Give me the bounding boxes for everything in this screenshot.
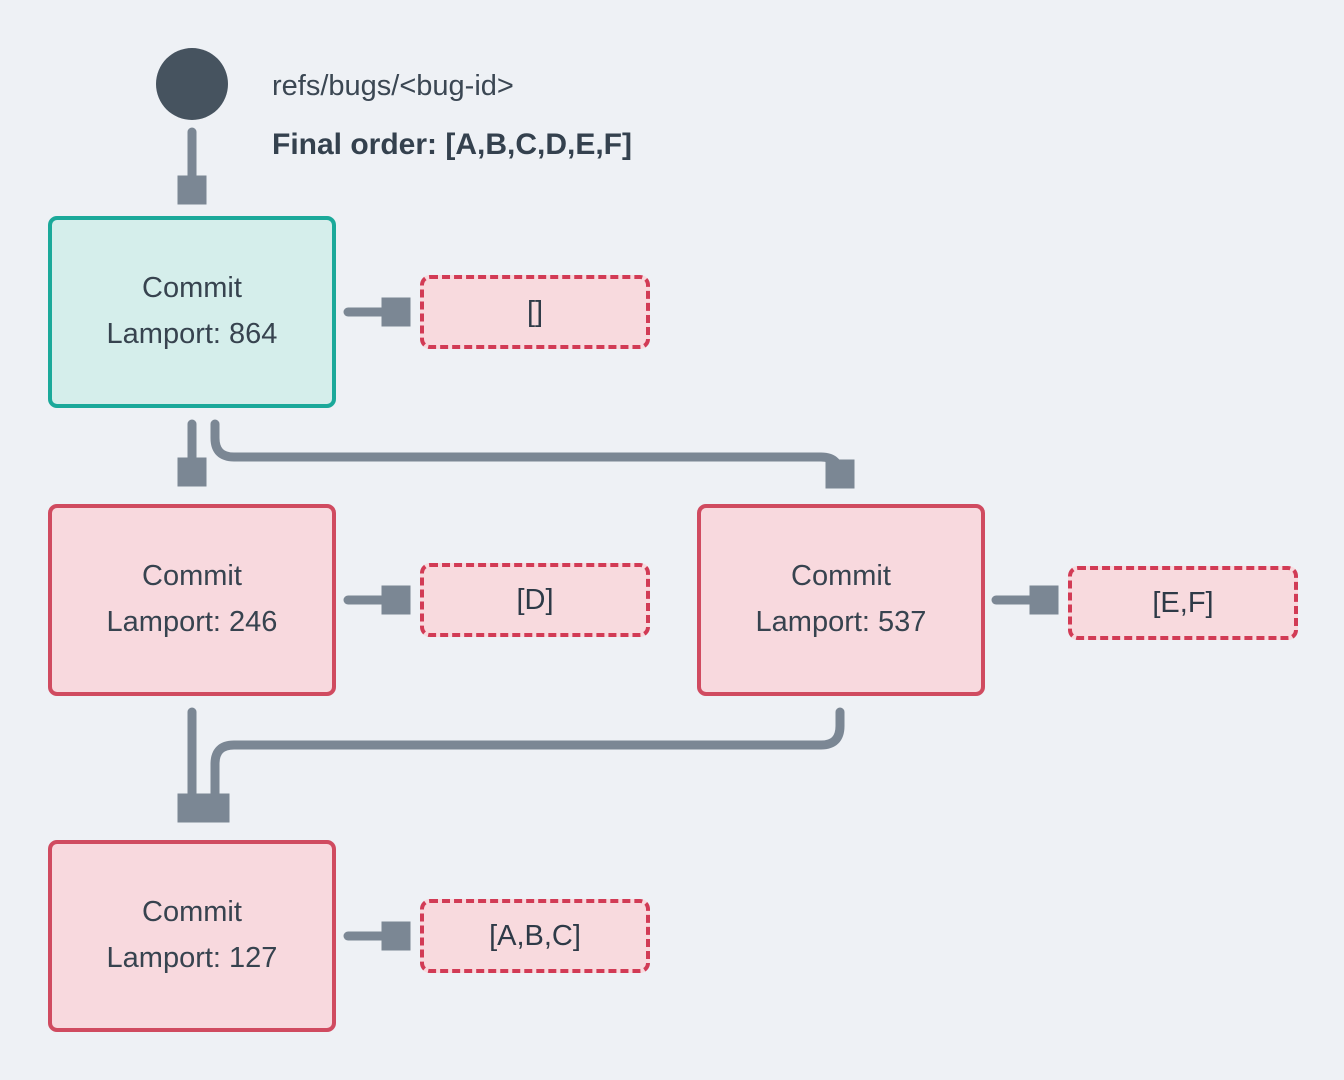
commit-lamport: Lamport: 864 <box>106 318 278 350</box>
commit-node-127: Commit Lamport: 127 <box>48 840 336 1032</box>
commit-lamport: Lamport: 127 <box>106 942 278 974</box>
payload-box-ef: [E,F] <box>1068 566 1298 640</box>
payload-value: [] <box>526 295 544 328</box>
branch-ref-label: refs/bugs/<bug-id> <box>272 70 514 102</box>
commit-lamport: Lamport: 246 <box>106 606 278 638</box>
payload-box-d: [D] <box>420 563 650 637</box>
commit-lamport: Lamport: 537 <box>755 606 927 638</box>
edge-commit-537-to-commit-127 <box>215 707 845 808</box>
edge-commit-864-to-commit-537 <box>210 419 840 476</box>
payload-value: [E,F] <box>1152 586 1214 619</box>
commit-node-864: Commit Lamport: 864 <box>48 216 336 408</box>
commit-title: Commit <box>142 896 242 929</box>
branch-head-circle <box>156 48 228 120</box>
commit-node-537: Commit Lamport: 537 <box>697 504 985 696</box>
payload-box-empty: [] <box>420 275 650 349</box>
commit-node-246: Commit Lamport: 246 <box>48 504 336 696</box>
final-order-label: Final order: [A,B,C,D,E,F] <box>272 128 632 161</box>
payload-value: [A,B,C] <box>489 919 581 952</box>
payload-value: [D] <box>516 583 554 616</box>
commit-title: Commit <box>142 272 242 305</box>
payload-box-abc: [A,B,C] <box>420 899 650 973</box>
commit-title: Commit <box>791 560 891 593</box>
commit-title: Commit <box>142 560 242 593</box>
